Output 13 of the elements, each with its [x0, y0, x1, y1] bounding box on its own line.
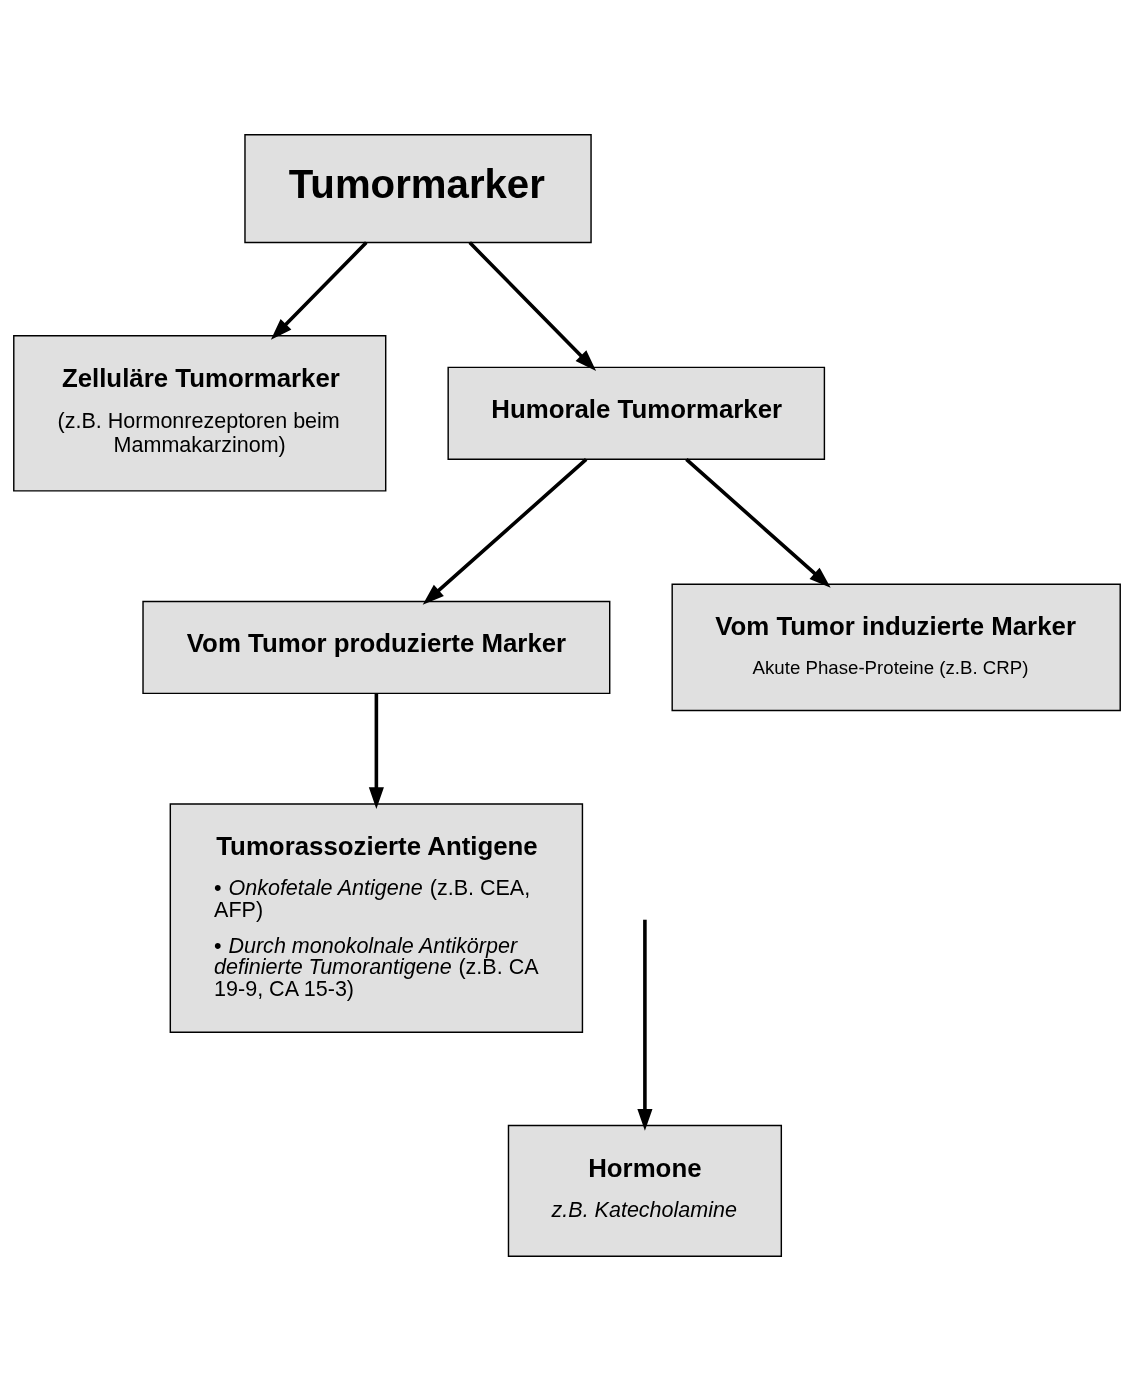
node-box: Humorale Tumormarker	[447, 366, 826, 460]
arrow	[422, 458, 588, 605]
node-box: Vom Tumor produzierte Marker	[142, 600, 611, 695]
node-box: Zelluläre Tumormarker (z.B. Hormonrezeptoren beim Mammakarzinom)	[13, 335, 387, 492]
node-box: Hormone z.B. Katecholamine	[507, 1124, 783, 1257]
arrow	[270, 241, 368, 340]
arrow	[368, 693, 384, 809]
arrow	[637, 919, 653, 1131]
node-box: Vom Tumor induzierte Marker Akute Phase-Proteine (z.B. CRP)	[671, 583, 1121, 712]
node-box: Tumorassozierte Antigene • Onkofetale Antigene (z.B. CEA, AFP) • Durch monokolnale Antikörper definierte Tumorantigene (z.B. CA 19-9, CA 15-3)	[169, 803, 584, 1033]
arrow	[685, 458, 831, 588]
node-box: Tumormarker	[244, 134, 592, 244]
arrow	[468, 241, 597, 372]
